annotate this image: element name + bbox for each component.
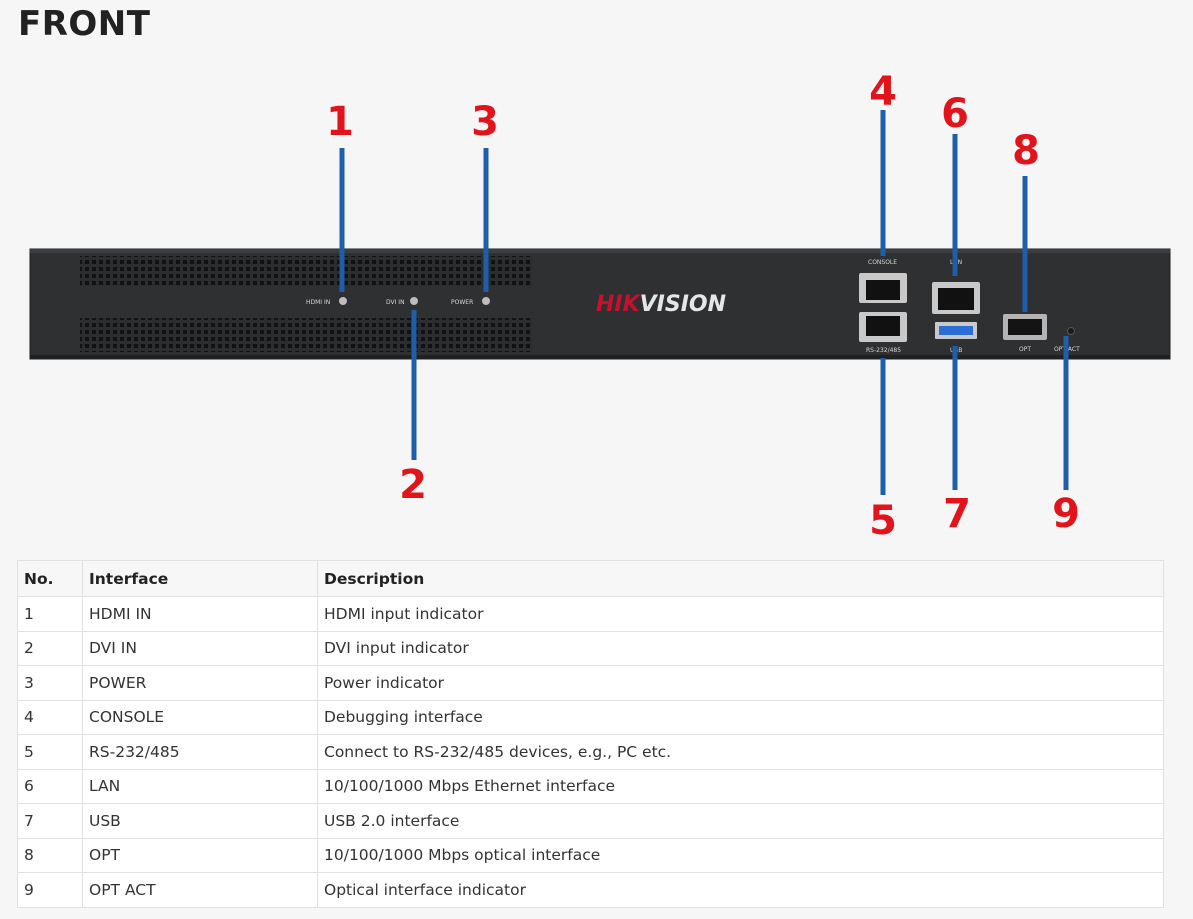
rs232-panel-label: RS-232/485	[866, 347, 901, 354]
vent-grid-bottom	[80, 318, 532, 352]
cell-description: Debugging interface	[317, 699, 1164, 735]
column-header-interface: Interface	[82, 560, 318, 597]
device-front-diagram: HDMI IN DVI IN POWER HIKVISION CONSOLE R…	[29, 69, 1171, 544]
interface-table: No. Interface Description 1 HDMI IN HDMI…	[17, 560, 1164, 908]
cell-no: 5	[17, 734, 83, 770]
column-header-description: Description	[317, 560, 1164, 597]
table-header-row: No. Interface Description	[17, 560, 1164, 597]
table-row: 4 CONSOLE Debugging interface	[17, 699, 1164, 735]
cell-description: 10/100/1000 Mbps optical interface	[317, 837, 1164, 873]
callout-4: 4	[869, 69, 897, 115]
table-row: 6 LAN 10/100/1000 Mbps Ethernet interfac…	[17, 768, 1164, 804]
cell-interface: LAN	[82, 768, 318, 804]
cell-no: 3	[17, 665, 83, 701]
callout-5: 5	[869, 498, 897, 544]
cell-interface: RS-232/485	[82, 734, 318, 770]
callout-3: 3	[471, 99, 499, 145]
cell-no: 1	[17, 596, 83, 632]
cell-description: HDMI input indicator	[317, 596, 1164, 632]
callout-2: 2	[399, 462, 427, 508]
cell-description: Connect to RS-232/485 devices, e.g., PC …	[317, 734, 1164, 770]
callout-8: 8	[1012, 128, 1040, 174]
table-row: 8 OPT 10/100/1000 Mbps optical interface	[17, 837, 1164, 873]
hikvision-logo: HIKVISION	[596, 292, 726, 317]
cell-interface: HDMI IN	[82, 596, 318, 632]
cell-description: DVI input indicator	[317, 630, 1164, 666]
opt-panel-label: OPT	[1019, 346, 1031, 353]
callout-7: 7	[943, 491, 971, 537]
table-row: 3 POWER Power indicator	[17, 665, 1164, 701]
vent-grid-top	[80, 256, 532, 286]
cell-no: 6	[17, 768, 83, 804]
table-row: 2 DVI IN DVI input indicator	[17, 630, 1164, 666]
opt-act-led	[1067, 327, 1075, 335]
cell-description: USB 2.0 interface	[317, 803, 1164, 839]
cell-interface: OPT ACT	[82, 872, 318, 908]
dvi-in-panel-label: DVI IN	[386, 299, 405, 306]
callout-9: 9	[1052, 491, 1080, 537]
hdmi-in-panel-label: HDMI IN	[306, 299, 330, 306]
callout-6: 6	[941, 91, 969, 137]
cell-description: Optical interface indicator	[317, 872, 1164, 908]
cell-no: 8	[17, 837, 83, 873]
leader-lines	[339, 110, 1069, 495]
power-panel-label: POWER	[451, 299, 473, 306]
brand-part1: HIK	[596, 292, 642, 317]
cell-no: 9	[17, 872, 83, 908]
cell-no: 4	[17, 699, 83, 735]
brand-part2: VISION	[640, 292, 726, 317]
interface-table-wrapper: No. Interface Description 1 HDMI IN HDMI…	[17, 560, 1164, 908]
hdmi-in-led	[339, 297, 347, 305]
page-title: FRONT	[18, 4, 151, 44]
cell-interface: OPT	[82, 837, 318, 873]
column-header-no: No.	[17, 560, 83, 597]
table-row: 7 USB USB 2.0 interface	[17, 803, 1164, 839]
table-row: 9 OPT ACT Optical interface indicator	[17, 872, 1164, 908]
cell-interface: CONSOLE	[82, 699, 318, 735]
callout-1: 1	[326, 99, 354, 145]
power-led	[482, 297, 490, 305]
console-panel-label: CONSOLE	[868, 259, 897, 266]
table-row: 5 RS-232/485 Connect to RS-232/485 devic…	[17, 734, 1164, 770]
dvi-in-led	[410, 297, 418, 305]
cell-interface: USB	[82, 803, 318, 839]
device-front-figure: HDMI IN DVI IN POWER HIKVISION CONSOLE R…	[0, 60, 1193, 550]
cell-interface: POWER	[82, 665, 318, 701]
cell-description: Power indicator	[317, 665, 1164, 701]
table-row: 1 HDMI IN HDMI input indicator	[17, 596, 1164, 632]
cell-description: 10/100/1000 Mbps Ethernet interface	[317, 768, 1164, 804]
cell-no: 7	[17, 803, 83, 839]
cell-no: 2	[17, 630, 83, 666]
cell-interface: DVI IN	[82, 630, 318, 666]
